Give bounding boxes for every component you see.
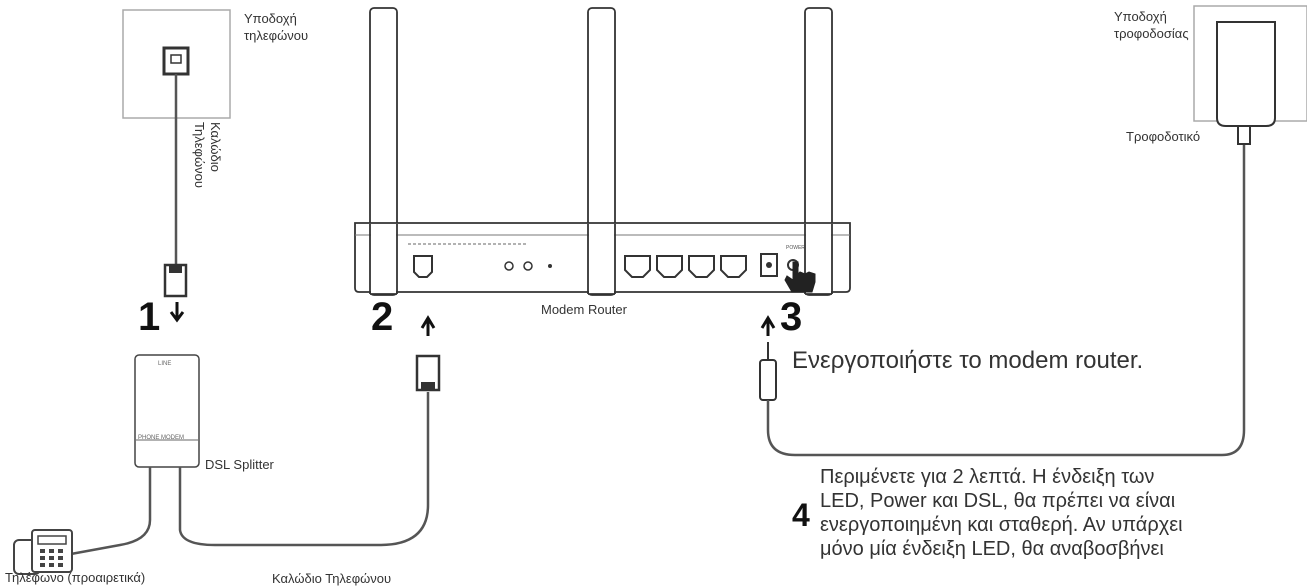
splitter-ports-label: PHONE MODEM [138, 435, 185, 441]
arrow-up-icon [760, 315, 776, 336]
modem-router-label: Modem Router [541, 302, 627, 317]
arrow-up-icon [420, 315, 436, 336]
phone-cable-vertical-label-2: Τηλεφώνου [192, 122, 207, 188]
splitter-modem-cable [178, 392, 430, 547]
router-button-1 [504, 261, 514, 271]
phone-cable-vertical-label-1: Καλώδιο [208, 122, 223, 172]
power-adapter-label: Τροφοδοτικό [1126, 129, 1201, 144]
step-1-number: 1 [138, 295, 161, 339]
wait-line-2: LED, Power και DSL, θα πρέπει να είναι [820, 490, 1176, 512]
dsl-splitter [134, 354, 200, 468]
step-2-number: 2 [371, 295, 394, 339]
lan-ports [624, 255, 747, 278]
arrow-down-icon [169, 302, 185, 323]
wait-instruction: Περιμένετε για 2 λεπτά. Η ένδειξη των LE… [820, 465, 1307, 587]
power-socket-label: Υποδοχή τροφοδοσίας [1114, 9, 1189, 41]
power-adapter [1216, 21, 1276, 127]
step-4-number: 4 [792, 497, 810, 533]
power-plug [759, 359, 777, 401]
power-cable [766, 145, 1246, 457]
phone-socket-label: Υποδοχή τηλεφώνου [244, 11, 309, 43]
hand-pointer-icon [784, 261, 816, 293]
power-on-instruction: Ενεργοποιήστε το modem router. [792, 347, 1144, 374]
router-power-label: POWER [786, 245, 805, 251]
wait-line-4: μόνο μία ένδειξη LED, θα αναβοσβήνει [820, 538, 1164, 560]
wait-line-1: Περιμένετε για 2 λεπτά. Η ένδειξη των [820, 466, 1155, 488]
splitter-phone-cable [59, 467, 152, 558]
dsl-port [413, 255, 433, 278]
wait-line-3: ενεργοποιημένη και σταθερή. Αν υπάρχει [820, 514, 1183, 536]
splitter-line-label: LINE [158, 361, 172, 367]
router-button-2 [523, 261, 533, 271]
dsl-splitter-label: DSL Splitter [205, 457, 274, 472]
telephone-label: Τηλέφωνο (προαιρετικά) [5, 570, 146, 585]
phone-cable-bottom-label: Καλώδιο Τηλεφώνου [272, 571, 392, 586]
step-3-number: 3 [780, 295, 803, 339]
